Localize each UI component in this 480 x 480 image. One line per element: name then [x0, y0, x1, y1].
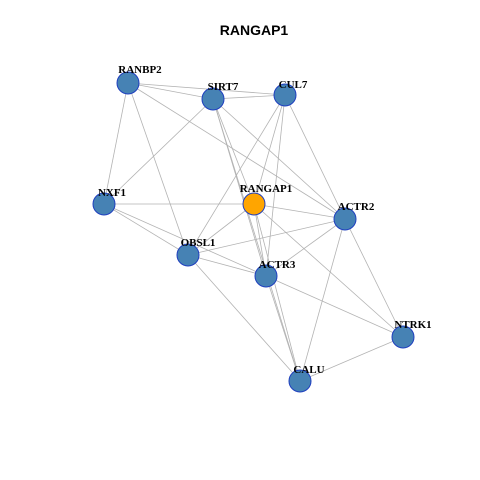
- edge-rangap1-calu: [253, 203, 301, 382]
- edge-sirt7-actr2: [212, 98, 346, 220]
- node-cul7[interactable]: CUL7: [273, 79, 308, 107]
- node-label-rangap1: RANGAP1: [240, 183, 293, 195]
- node-circle-rangap1[interactable]: [242, 192, 266, 216]
- node-circle-ranbp2[interactable]: [116, 71, 140, 95]
- edge-actr2-actr3: [265, 218, 346, 277]
- edge-layer: [103, 82, 404, 382]
- edge-sirt7-nxf1: [103, 98, 214, 205]
- edge-cul7-rangap1: [253, 94, 286, 205]
- node-label-calu: CALU: [293, 364, 324, 376]
- edge-nxf1-actr3: [103, 203, 267, 277]
- node-label-nxf1: NXF1: [98, 187, 126, 199]
- node-circle-actr3[interactable]: [254, 264, 278, 288]
- node-circle-calu[interactable]: [288, 369, 312, 393]
- edge-sirt7-calu: [212, 98, 301, 382]
- node-circle-ntrk1[interactable]: [391, 325, 415, 349]
- edge-rangap1-actr3: [253, 203, 267, 277]
- edge-cul7-actr3: [265, 94, 286, 277]
- edge-actr3-calu: [265, 275, 301, 382]
- node-label-actr3: ACTR3: [259, 259, 296, 271]
- edge-sirt7-cul7: [212, 94, 286, 100]
- node-nxf1[interactable]: NXF1: [92, 187, 126, 216]
- node-label-ranbp2: RANBP2: [118, 64, 162, 76]
- edge-rangap1-ntrk1: [253, 203, 404, 338]
- edge-ranbp2-obsl1: [127, 82, 189, 256]
- node-ranbp2[interactable]: RANBP2: [116, 64, 162, 95]
- edge-obsl1-actr2: [187, 218, 346, 256]
- edge-obsl1-calu: [187, 254, 301, 382]
- edge-obsl1-actr3: [187, 254, 267, 277]
- node-circle-obsl1[interactable]: [176, 243, 200, 267]
- node-actr2[interactable]: ACTR2: [333, 201, 375, 231]
- node-obsl1[interactable]: OBSL1: [176, 237, 216, 267]
- node-label-cul7: CUL7: [279, 79, 308, 91]
- edge-rangap1-obsl1: [187, 203, 255, 256]
- node-circle-cul7[interactable]: [273, 83, 297, 107]
- edge-ntrk1-calu: [299, 336, 404, 382]
- edge-ranbp2-cul7: [127, 82, 286, 96]
- node-actr3[interactable]: ACTR3: [254, 259, 296, 288]
- edge-actr2-ntrk1: [344, 218, 404, 338]
- edge-cul7-actr2: [284, 94, 346, 220]
- edge-ranbp2-nxf1: [103, 82, 129, 205]
- edge-ranbp2-actr2: [127, 82, 346, 220]
- edge-cul7-obsl1: [187, 94, 286, 256]
- edge-actr3-ntrk1: [265, 275, 404, 338]
- node-label-sirt7: SIRT7: [208, 81, 239, 93]
- node-circle-actr2[interactable]: [333, 207, 357, 231]
- edge-rangap1-actr2: [253, 203, 346, 220]
- node-label-obsl1: OBSL1: [181, 237, 216, 249]
- node-calu[interactable]: CALU: [288, 364, 325, 393]
- node-label-ntrk1: NTRK1: [394, 319, 431, 331]
- node-sirt7[interactable]: SIRT7: [201, 81, 239, 111]
- node-label-actr2: ACTR2: [338, 201, 375, 213]
- graph-title: RANGAP1: [220, 22, 289, 38]
- edge-nxf1-obsl1: [103, 203, 189, 256]
- node-rangap1[interactable]: RANGAP1: [240, 183, 293, 216]
- edge-sirt7-rangap1: [212, 98, 255, 205]
- node-ntrk1[interactable]: NTRK1: [391, 319, 432, 349]
- edge-actr2-calu: [299, 218, 346, 382]
- edge-ranbp2-sirt7: [127, 82, 214, 100]
- node-circle-nxf1[interactable]: [92, 192, 116, 216]
- node-circle-sirt7[interactable]: [201, 87, 225, 111]
